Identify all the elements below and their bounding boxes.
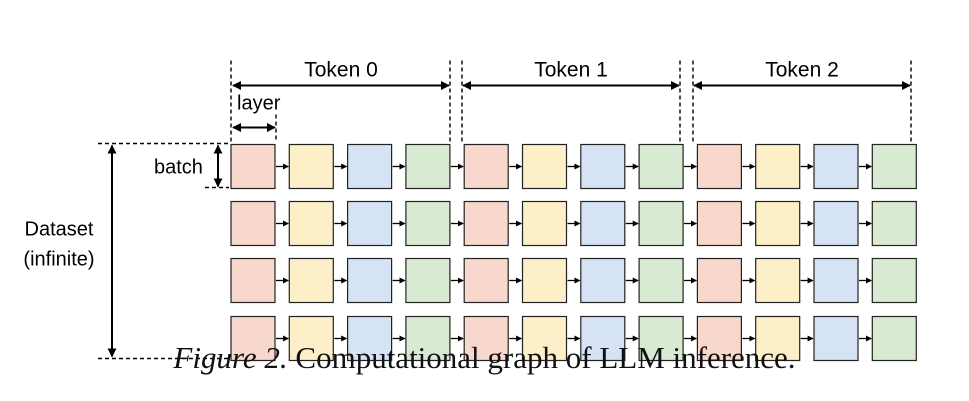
layer-block [288,257,334,304]
layer-block [813,315,859,362]
layer-block [230,257,276,304]
layer-block [638,143,684,190]
layer-block [521,257,568,304]
layer-block [463,315,509,362]
layer-block [871,315,917,362]
layer-block [638,200,684,247]
layer-block [405,143,451,190]
layer-block [521,143,568,190]
layer-block [580,257,626,304]
layer-block [871,257,917,304]
figure-label: Figure 2. [173,340,288,375]
layer-block [230,200,276,247]
figure-caption: Figure 2. Computational graph of LLM inf… [0,340,969,376]
layer-block [755,257,801,304]
token-label: Token 2 [765,59,839,82]
dataset-label-line1: Dataset [25,219,94,241]
layer-block [755,143,801,190]
layer-block [347,315,393,362]
layer-block [755,315,801,362]
layer-block [696,200,743,247]
caption-text: Computational graph of LLM inference. [295,340,796,375]
dataset-label-line2: (infinite) [23,249,94,271]
layer-block [813,143,859,190]
layer-block [696,257,743,304]
layer-block [463,143,509,190]
layer-block [405,257,451,304]
layer-block [405,200,451,247]
layer-block [813,200,859,247]
layer-block [347,200,393,247]
batch-indicator: batch [154,144,229,189]
layer-block [521,315,568,362]
token-label: Token 0 [304,59,378,82]
layer-block [871,200,917,247]
layer-block [871,143,917,190]
layer-block [463,257,509,304]
layer-block [755,200,801,247]
dataset-indicator: Dataset (infinite) [23,142,229,360]
layer-block [347,257,393,304]
layer-block [580,200,626,247]
layer-label: layer [237,93,281,115]
layer-block [230,143,276,190]
layer-block [463,200,509,247]
layer-block [288,200,334,247]
layer-block [638,315,684,362]
layer-block [696,143,743,190]
token-label: Token 1 [534,59,608,82]
layer-block [405,315,451,362]
layer-block [288,143,334,190]
layer-block [347,143,393,190]
layer-block [288,315,334,362]
batch-label: batch [154,157,203,179]
layer-block [813,257,859,304]
layer-block [580,143,626,190]
layer-block [230,315,276,362]
layer-grid [230,143,917,362]
layer-indicator: layer [232,93,281,143]
layer-block [638,257,684,304]
layer-block [696,315,743,362]
layer-block [521,200,568,247]
layer-block [580,315,626,362]
token-header: Token 0 Token 1 Token 2 [230,59,912,143]
